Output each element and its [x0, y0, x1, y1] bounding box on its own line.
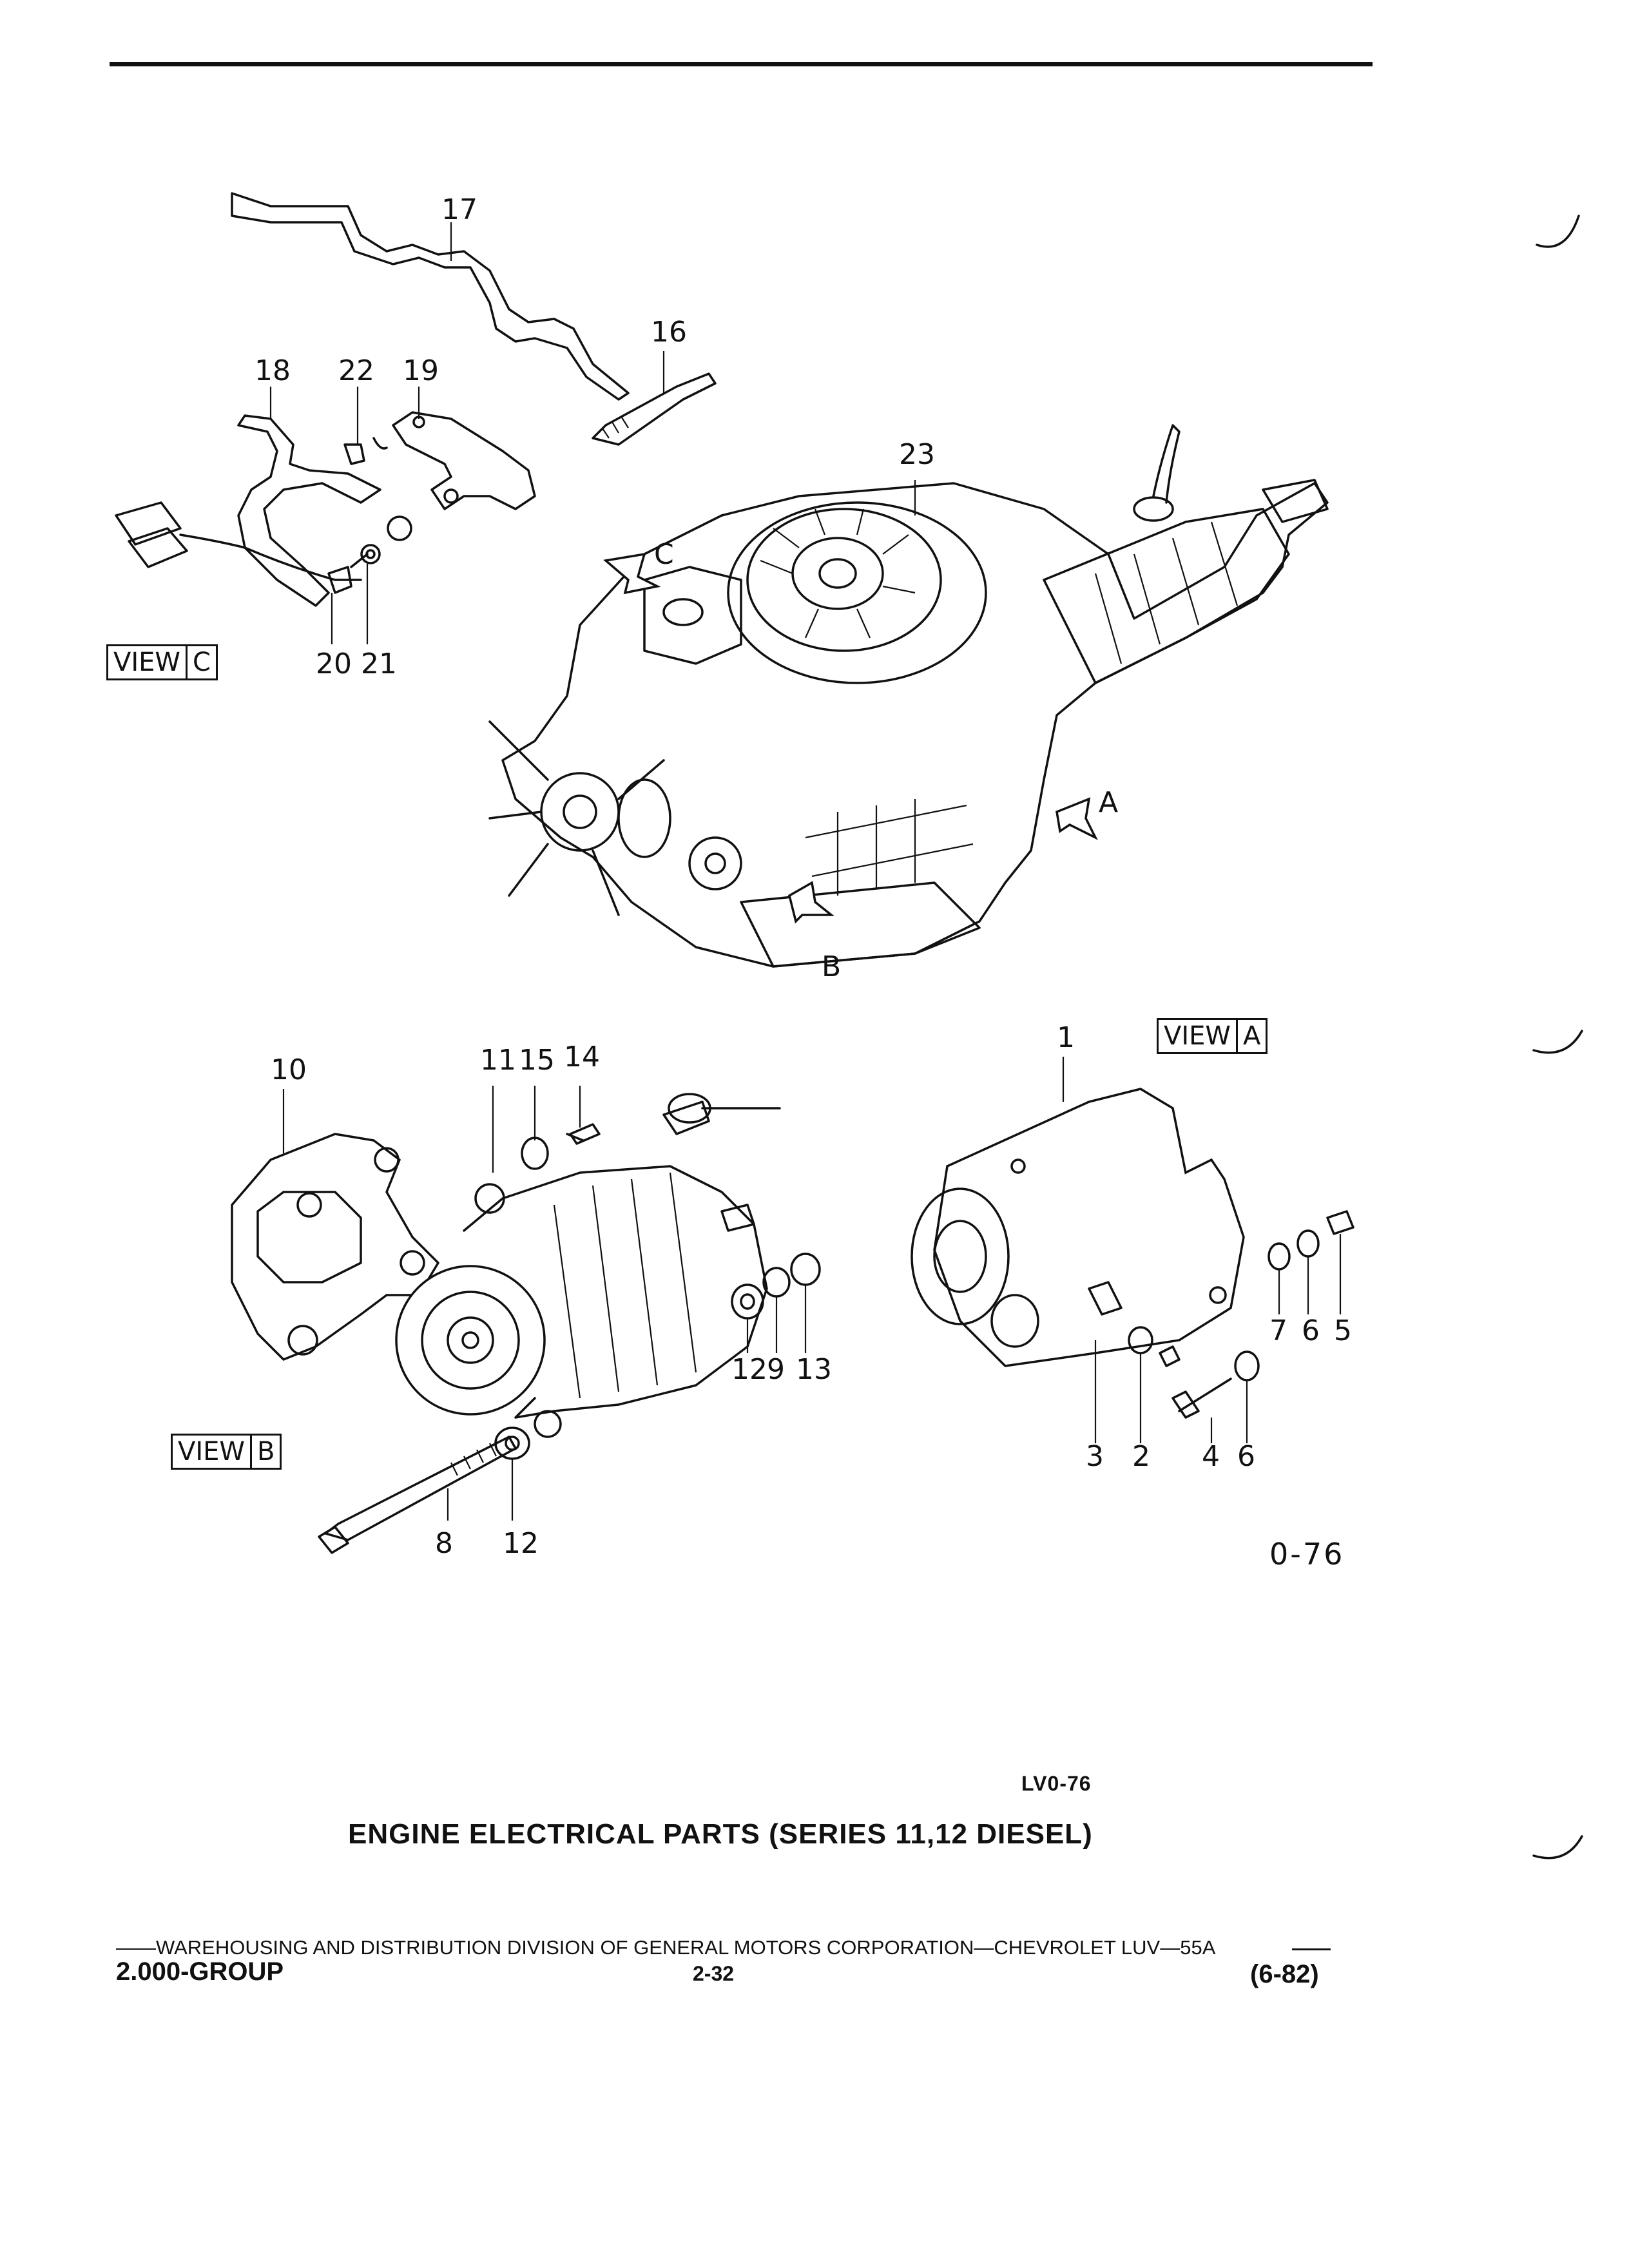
view-c-arrow: [603, 552, 661, 595]
small-hardware-starter: [1128, 1210, 1354, 1419]
callout-15: 15: [519, 1044, 555, 1077]
callout-17: 17: [441, 193, 477, 226]
callout-12-b: 12: [503, 1527, 539, 1560]
footer-group: 2.000-GROUP: [116, 1957, 284, 1986]
view-b-arrow: [787, 881, 834, 924]
callout-4: 4: [1202, 1440, 1220, 1473]
harness-18: [115, 414, 381, 607]
view-b-word: VIEW: [178, 1437, 245, 1466]
callout-9: 11: [480, 1044, 516, 1077]
top-rule: [110, 62, 1373, 66]
callout-19: 19: [403, 354, 439, 387]
view-a-word: VIEW: [1164, 1021, 1231, 1051]
callout-22: 22: [338, 354, 374, 387]
leader-lines: [269, 222, 1342, 1521]
footer-page-number: 2-32: [693, 1962, 735, 1985]
callout-23: 23: [899, 438, 935, 471]
bolt-10: [318, 1436, 517, 1554]
callout-10: 8: [435, 1527, 453, 1560]
callout-1: 1: [1057, 1021, 1075, 1054]
harness-bracket-17: [231, 192, 630, 401]
view-c-letter: C: [192, 648, 211, 677]
view-b-label: VIEW B: [171, 1434, 282, 1470]
view-a-label: VIEW A: [1157, 1018, 1268, 1054]
callout-13: 13: [796, 1353, 832, 1386]
plate-19: [392, 411, 536, 510]
view-b-letter: B: [256, 1437, 275, 1466]
view-a-letter: A: [1242, 1021, 1261, 1051]
callout-3: 3: [1086, 1440, 1104, 1473]
callout-2: 2: [1132, 1440, 1150, 1473]
bolts-20-22: [327, 437, 412, 594]
starter-motor-1: [911, 1088, 1245, 1367]
callout-6-a: 6: [1302, 1314, 1320, 1347]
callout-16: 16: [651, 316, 687, 349]
callout-a: A: [1099, 786, 1119, 819]
page-caption: ENGINE ELECTRICAL PARTS (SERIES 11,12 DI…: [348, 1818, 1093, 1850]
alternator-9: [395, 1093, 781, 1438]
engine-assembly-23: [488, 424, 1329, 968]
callout-12-a: 12: [731, 1353, 767, 1386]
callout-5: 5: [1334, 1314, 1352, 1347]
footer-division-line: ——WAREHOUSING AND DISTRIBUTION DIVISION …: [116, 1936, 1216, 1959]
footer-date: (6-82): [1250, 1960, 1319, 1988]
callout-20-21: 20 21: [316, 648, 397, 680]
callout-b: B: [822, 950, 842, 983]
view-a-arrow: [1055, 797, 1098, 840]
footer-end-dash: [1292, 1948, 1331, 1950]
callout-14: 14: [564, 1041, 600, 1073]
callout-8: 10: [271, 1053, 307, 1086]
illustration-code: LV0-76: [1021, 1772, 1092, 1795]
callout-6-b: 6: [1237, 1440, 1255, 1473]
figure-code: 0-76: [1269, 1537, 1345, 1571]
callout-11: 9: [767, 1353, 785, 1386]
glow-plug-16: [592, 372, 717, 446]
callout-18: 18: [255, 354, 291, 387]
callout-7: 7: [1269, 1314, 1287, 1347]
callout-c: C: [654, 538, 674, 571]
small-hardware-alternator: [494, 1123, 821, 1460]
view-c-label: VIEW C: [106, 644, 218, 680]
view-c-word: VIEW: [113, 648, 180, 677]
